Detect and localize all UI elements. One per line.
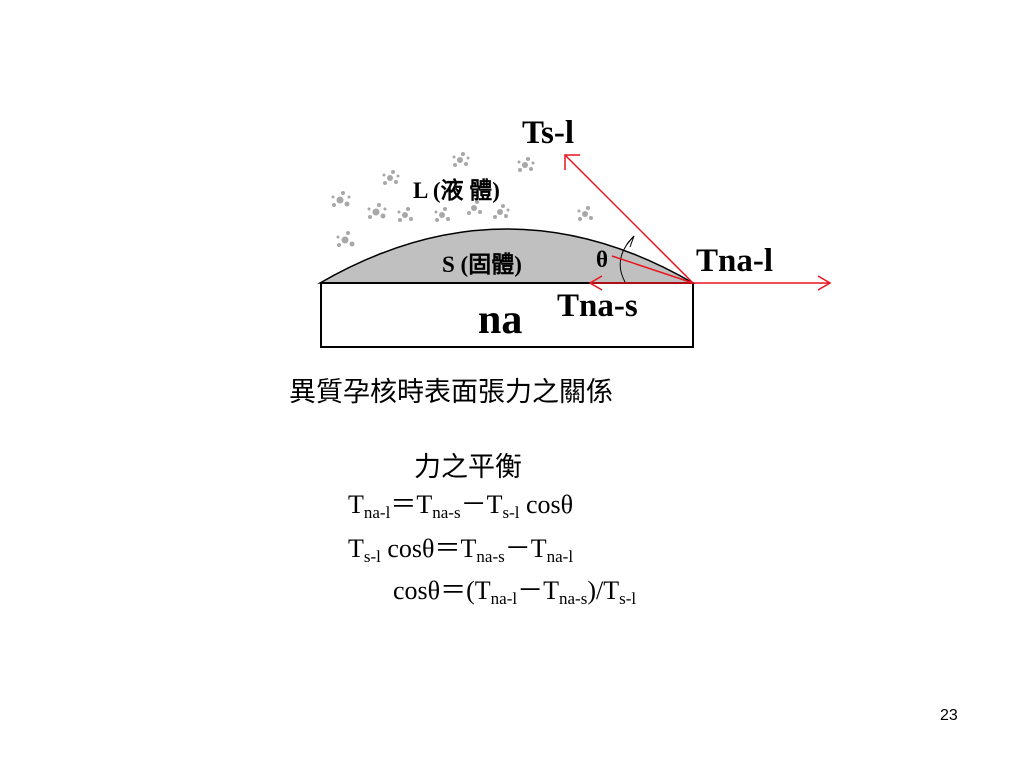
liquid-droplets (331, 152, 593, 247)
tangent-line (611, 255, 694, 284)
liquid-label: L (液 體) (413, 178, 500, 203)
tna-l-arrowhead (817, 275, 832, 291)
angle-arc-arrowhead (626, 235, 635, 248)
diagram-caption: 異質孕核時表面張力之關係 (289, 377, 613, 408)
ts-l-arrowhead (564, 154, 580, 170)
substrate-label: na (478, 297, 523, 343)
ts-l-label: Ts-l (522, 115, 574, 151)
theta-label: θ (596, 247, 609, 272)
tna-l-label: Tna-l (696, 243, 774, 279)
solid-cap (317, 228, 696, 284)
equation-2: Ts-l cosθ＝Tna-s－Tna-l (348, 534, 574, 566)
equation-1: Tna-l＝Tna-s－Ts-l cosθ (348, 490, 574, 522)
ts-l-vector (564, 154, 694, 284)
tna-s-label: Tna-s (557, 288, 638, 324)
equation-3: cosθ＝(Tna-l－Tna-s)/Ts-l (393, 576, 637, 608)
page-number: 23 (940, 707, 958, 724)
substrate-block (320, 282, 694, 348)
solid-label: S (固體) (442, 252, 522, 277)
tna-s-arrowhead (588, 275, 603, 291)
equations-heading: 力之平衡 (414, 452, 522, 483)
